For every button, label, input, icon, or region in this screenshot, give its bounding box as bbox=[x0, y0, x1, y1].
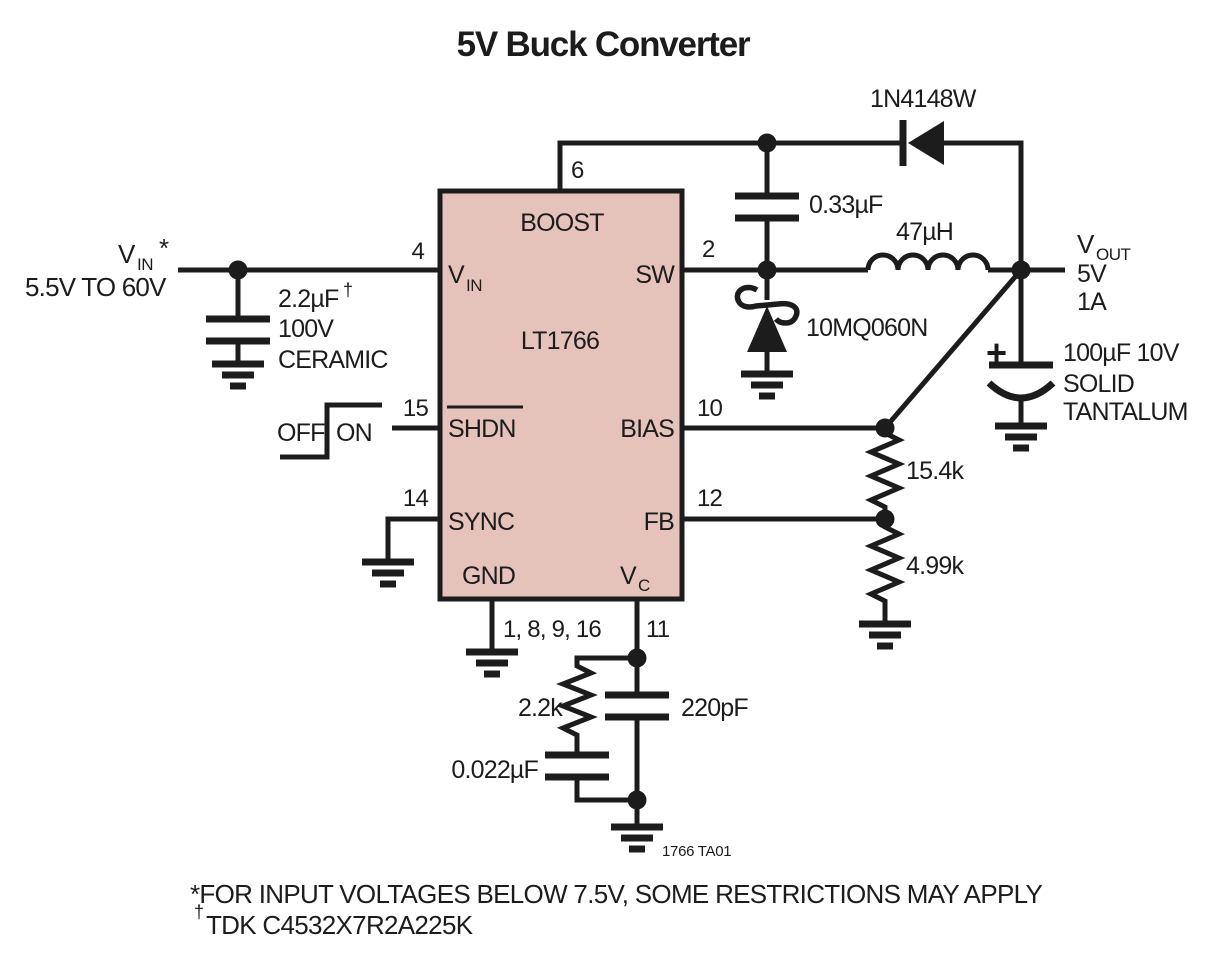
input-cap-dagger: † bbox=[343, 280, 353, 300]
output-cap-polarity: + bbox=[986, 332, 1007, 373]
ground-divider bbox=[859, 620, 911, 650]
resistor-upper-15k4 bbox=[864, 428, 906, 519]
sync-wire bbox=[385, 516, 440, 562]
vin-node-label-sub: IN bbox=[137, 255, 153, 274]
ground-gnd-pin bbox=[466, 648, 518, 678]
pin-label-gnd: GND bbox=[462, 562, 515, 590]
off-on-step-waveform bbox=[280, 402, 382, 460]
pin-number-vin: 4 bbox=[411, 238, 424, 265]
pin-label-sync: SYNC bbox=[448, 508, 515, 536]
figure-id: 1766 TA01 bbox=[662, 843, 731, 860]
ic-body bbox=[437, 188, 685, 602]
output-cap-neg-plate bbox=[986, 380, 1056, 402]
ground-catch-diode bbox=[741, 370, 793, 400]
inductor-coil bbox=[865, 252, 991, 271]
footnote-line2: TDK C4532X7R2A225K bbox=[206, 910, 474, 940]
output-voltage-label: 5V bbox=[1077, 260, 1107, 288]
comp-resistor-label: 2.2k bbox=[518, 694, 563, 722]
junction-dot bbox=[757, 133, 777, 153]
pin-number-gnd: 1, 8, 9, 16 bbox=[503, 616, 601, 643]
switch-off-label: OFF bbox=[277, 419, 325, 447]
pin-label-fb: FB bbox=[644, 508, 674, 536]
pin-number-sw: 2 bbox=[702, 236, 715, 263]
pin-number-vc: 11 bbox=[646, 616, 670, 643]
pin-label-bias: BIAS bbox=[620, 415, 674, 443]
footnote-line1: *FOR INPUT VOLTAGES BELOW 7.5V, SOME RES… bbox=[190, 879, 1042, 909]
comp-cap2-label: 0.022µF bbox=[451, 756, 538, 784]
input-cap bbox=[206, 315, 270, 345]
vin-node-star: * bbox=[159, 233, 169, 263]
comp-cap-22nf bbox=[545, 751, 609, 781]
junction-dot bbox=[228, 260, 248, 280]
boost-diode-right-wire bbox=[944, 140, 1024, 270]
pin-label-sw: SW bbox=[635, 261, 675, 289]
pin-label-vin-sub: IN bbox=[466, 276, 482, 295]
catch-diode-schottky-bar bbox=[734, 284, 800, 326]
ground-sync bbox=[362, 558, 414, 588]
pin-label-shdn: SHDN bbox=[448, 415, 516, 443]
pin-label-vc-sub: C bbox=[638, 576, 650, 595]
boost-cap-label: 0.33µF bbox=[809, 191, 883, 219]
ground-output bbox=[995, 422, 1047, 452]
input-cap-rating: 100V bbox=[278, 315, 334, 343]
pin-number-bias: 10 bbox=[697, 395, 723, 422]
junction-dot bbox=[627, 648, 647, 668]
footnote-line2-dagger: † bbox=[194, 902, 204, 922]
comp-cap-label: 220pF bbox=[681, 694, 748, 722]
switch-on-label: ON bbox=[336, 419, 372, 447]
output-cap-value: 100µF 10V bbox=[1063, 339, 1180, 367]
pin-number-sync: 14 bbox=[403, 485, 429, 512]
input-range-label: 5.5V TO 60V bbox=[25, 272, 167, 302]
comp-cap-220pf bbox=[605, 691, 669, 721]
junction-dot bbox=[757, 260, 777, 280]
pin-number-boost: 6 bbox=[571, 157, 584, 184]
vout-node-label: V bbox=[1077, 229, 1095, 259]
junction-dot bbox=[627, 790, 647, 810]
vout-node-label-sub: OUT bbox=[1096, 245, 1131, 264]
resistor-lower-label: 4.99k bbox=[906, 552, 964, 580]
schematic-title: 5V Buck Converter bbox=[457, 25, 751, 64]
boost-diode-triangle bbox=[908, 121, 944, 165]
pin-label-vc: V bbox=[620, 562, 637, 590]
ground-input bbox=[212, 360, 264, 390]
resistor-comp-2k2 bbox=[556, 655, 637, 755]
pin-label-vin: V bbox=[448, 261, 465, 289]
vout-to-bias-diagonal-wire bbox=[883, 268, 1023, 430]
ground-comp bbox=[611, 823, 663, 853]
junction-dot bbox=[875, 418, 895, 438]
resistor-lower-4k99 bbox=[864, 519, 906, 622]
pin-number-fb: 12 bbox=[697, 485, 723, 512]
vin-node-label: V bbox=[118, 239, 136, 269]
inductor-label: 47µH bbox=[896, 218, 953, 246]
output-cap-type-line2: TANTALUM bbox=[1063, 398, 1188, 426]
input-cap-value: 2.2µF bbox=[278, 285, 339, 313]
pin-label-boost: BOOST bbox=[520, 209, 604, 237]
output-current-label: 1A bbox=[1077, 288, 1107, 316]
junction-dot bbox=[875, 509, 895, 529]
boost-diode-label: 1N4148W bbox=[870, 85, 977, 113]
ic-part-number: LT1766 bbox=[521, 327, 599, 355]
boost-cap bbox=[735, 192, 799, 222]
catch-diode-triangle bbox=[747, 306, 787, 352]
catch-diode-label: 10MQ060N bbox=[806, 314, 927, 342]
pin-number-shdn: 15 bbox=[403, 395, 429, 422]
input-cap-type: CERAMIC bbox=[278, 346, 388, 374]
output-cap-type-line1: SOLID bbox=[1063, 370, 1134, 398]
resistor-upper-label: 15.4k bbox=[906, 457, 964, 485]
junction-dot bbox=[1011, 260, 1031, 280]
boost-wire bbox=[557, 140, 903, 191]
